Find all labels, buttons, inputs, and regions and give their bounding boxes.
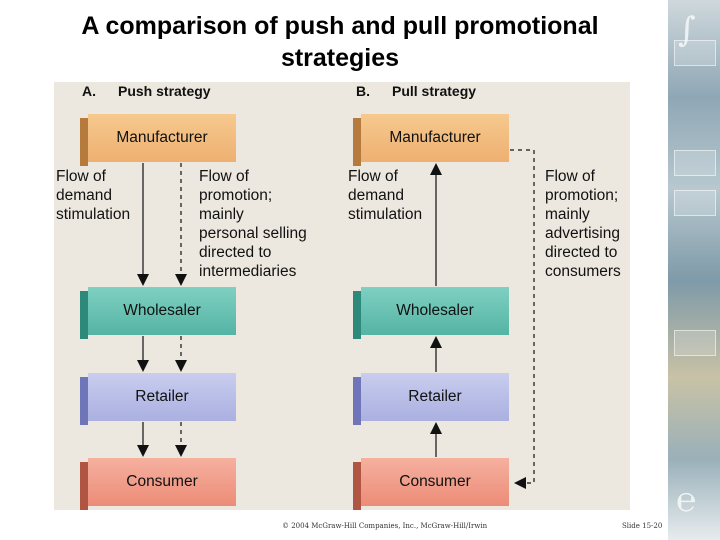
pull-strategy-letter: B. bbox=[356, 83, 370, 99]
footer-slide-number: Slide 15-20 bbox=[622, 522, 663, 530]
pull-promotion-flow-text: Flow of promotion; mainly advertising di… bbox=[545, 168, 621, 280]
pull-retailer-label: Retailer bbox=[408, 388, 462, 405]
pull-wholesaler-label: Wholesaler bbox=[396, 302, 474, 319]
decorative-block bbox=[674, 150, 716, 176]
push-promotion-flow-text: Flow of promotion; mainly personal selli… bbox=[199, 168, 307, 280]
decorative-block bbox=[674, 330, 716, 356]
push-strategy-letter: A. bbox=[82, 83, 96, 99]
push-manufacturer-box: Manufacturer bbox=[80, 114, 236, 166]
pull-strategy-title: Pull strategy bbox=[392, 83, 477, 99]
pull-retailer-box: Retailer bbox=[353, 373, 509, 425]
decorative-block bbox=[674, 40, 716, 66]
pull-manufacturer-box: Manufacturer bbox=[353, 114, 509, 166]
push-wholesaler-label: Wholesaler bbox=[123, 302, 201, 319]
push-demand-flow-text: Flow of demand stimulation bbox=[56, 168, 131, 223]
decorative-glyph-icon: ∫ bbox=[678, 10, 696, 50]
push-retailer-box: Retailer bbox=[80, 373, 236, 425]
decorative-side-strip: ∫ ℮ bbox=[668, 0, 720, 540]
push-manufacturer-label: Manufacturer bbox=[116, 129, 208, 146]
pull-promotion-arrow bbox=[510, 149, 535, 489]
push-consumer-label: Consumer bbox=[126, 473, 198, 490]
pull-strategy-heading: B. Pull strategy bbox=[356, 83, 476, 99]
pull-demand-flow-text: Flow of demand stimulation bbox=[348, 168, 423, 223]
push-retailer-label: Retailer bbox=[135, 388, 189, 405]
pull-wholesaler-box: Wholesaler bbox=[353, 287, 509, 339]
push-consumer-box: Consumer bbox=[80, 458, 236, 510]
pull-manufacturer-label: Manufacturer bbox=[389, 129, 481, 146]
slide-title: A comparison of push and pull promotiona… bbox=[81, 12, 599, 72]
decorative-glyph-icon: ℮ bbox=[676, 480, 697, 520]
pull-consumer-label: Consumer bbox=[399, 473, 471, 490]
push-strategy-heading: A. Push strategy bbox=[82, 83, 211, 99]
push-strategy-title: Push strategy bbox=[118, 83, 211, 99]
push-wholesaler-box: Wholesaler bbox=[80, 287, 236, 339]
decorative-block bbox=[674, 190, 716, 216]
footer-copyright: © 2004 McGraw-Hill Companies, Inc., McGr… bbox=[282, 522, 488, 530]
pull-consumer-box: Consumer bbox=[353, 458, 509, 510]
